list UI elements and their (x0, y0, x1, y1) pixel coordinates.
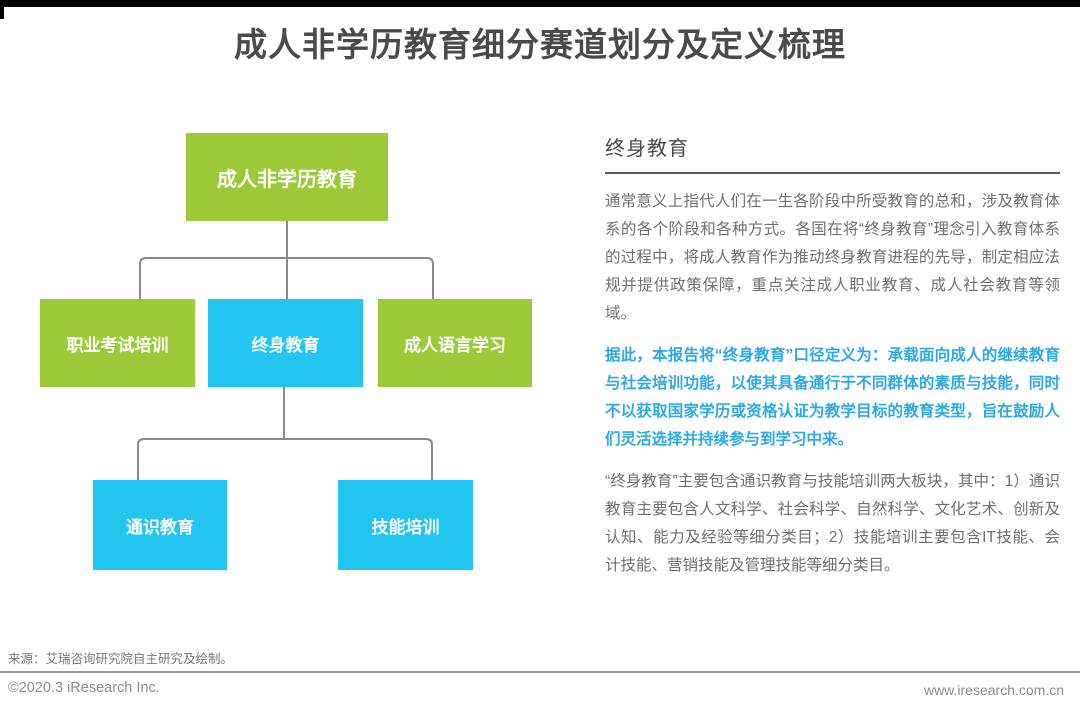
definition-paragraph: “终身教育”主要包含通识教育与技能培训两大板块，其中：1）通识教育主要包含人文科… (605, 473, 1060, 574)
definition-panel: 终身教育 通常意义上指代人们在一生各阶段中所受教育的总和，涉及教育体系的各个阶段… (605, 132, 1060, 580)
tree-node-label: 成人语言学习 (404, 335, 506, 355)
tree-node-lifelong-education: 终身教育 (208, 299, 363, 387)
tree-node-vocational-exam-training: 职业考试培训 (40, 299, 195, 387)
tree-node-skills-training: 技能培训 (338, 480, 473, 570)
definition-paragraph: 通常意义上指代人们在一生各阶段中所受教育的总和，涉及教育体系的各个阶段和各种方式… (605, 193, 1060, 322)
definition-heading: 终身教育 (605, 138, 689, 160)
left-border-artifact (0, 7, 4, 19)
footer-divider (0, 671, 1080, 673)
tree-node-label: 成人非学历教育 (217, 168, 357, 191)
top-border-artifact (0, 0, 1080, 7)
source-note: 来源：艾瑞咨询研究院自主研究及绘制。 (8, 652, 234, 666)
tree-node-label: 终身教育 (251, 335, 320, 355)
tree-node-general-education: 通识教育 (93, 480, 227, 570)
copyright-text: ©2020.3 iResearch Inc. (8, 680, 160, 696)
heading-divider (605, 172, 1060, 174)
website-url: www.iresearch.com.cn (923, 682, 1064, 698)
tree-node-label: 通识教育 (126, 517, 194, 537)
tree-node-label: 技能培训 (371, 517, 440, 537)
page-title: 成人非学历教育细分赛道划分及定义梳理 (234, 26, 846, 63)
definition-paragraph-highlighted: 据此，本报告将“终身教育”口径定义为：承载面向成人的继续教育与社会培训功能，以使… (605, 347, 1060, 448)
tree-node-root: 成人非学历教育 (186, 133, 388, 221)
tree-node-label: 职业考试培训 (66, 335, 169, 355)
tree-node-adult-language-learning: 成人语言学习 (378, 299, 532, 387)
